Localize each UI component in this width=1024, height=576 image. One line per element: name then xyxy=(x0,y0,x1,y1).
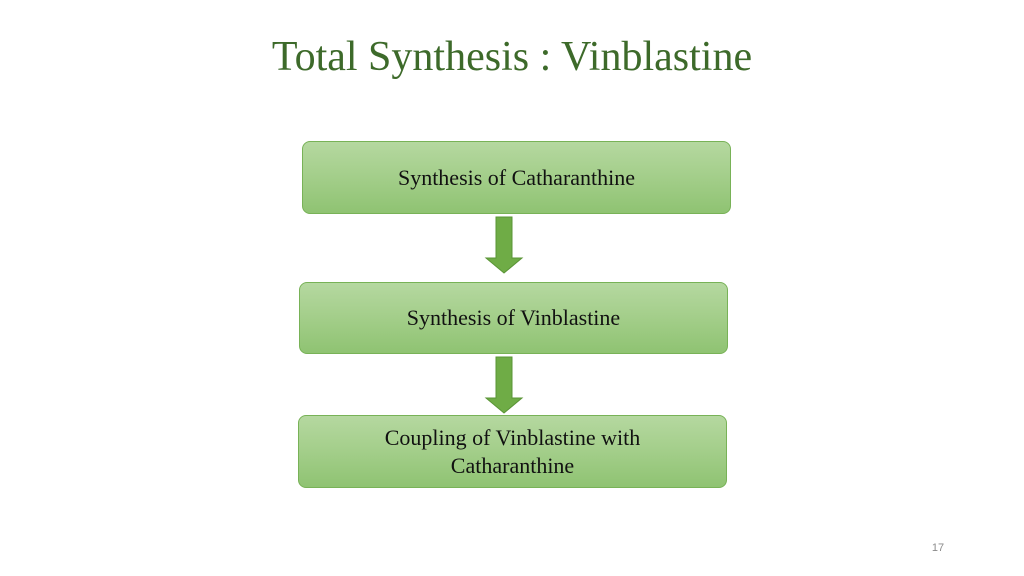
flow-step-label: Coupling of Vinblastine with Catharanthi… xyxy=(384,425,641,478)
flow-step-label: Synthesis of Catharanthine xyxy=(397,164,636,190)
flow-step-label: Synthesis of Vinblastine xyxy=(406,305,621,331)
flow-step-coupling: Coupling of Vinblastine with Catharanthi… xyxy=(298,415,727,488)
flow-step-synthesis-vinblastine: Synthesis of Vinblastine xyxy=(299,282,728,354)
slide-title: Total Synthesis : Vinblastine xyxy=(271,34,753,80)
flow-step-synthesis-catharanthine: Synthesis of Catharanthine xyxy=(302,141,731,214)
down-arrow-icon xyxy=(484,356,524,414)
down-arrow-icon xyxy=(484,216,524,274)
page-number: 17 xyxy=(931,542,945,554)
